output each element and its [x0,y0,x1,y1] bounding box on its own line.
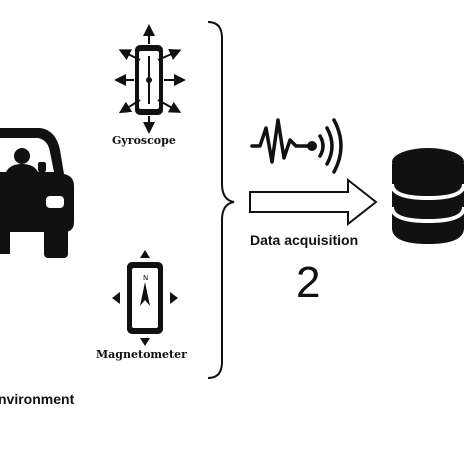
car-window [0,138,54,172]
data-acquisition-label: Data acquisition [250,232,359,248]
gyroscope-label: Gyroscope [112,134,176,147]
compass-letter: N [143,274,148,282]
gyroscope-phone-icon [114,24,186,134]
environment-label: nvironment [0,391,75,407]
car-headlight [46,196,64,208]
arrow-right-icon [249,177,378,227]
signal-wave-icon [250,118,343,174]
database-icon [390,148,466,244]
magnetometer-phone-icon [112,250,178,346]
step-number: 2 [296,258,321,307]
magnetometer-label: Magnetometer [96,348,187,361]
curly-brace [207,21,235,379]
